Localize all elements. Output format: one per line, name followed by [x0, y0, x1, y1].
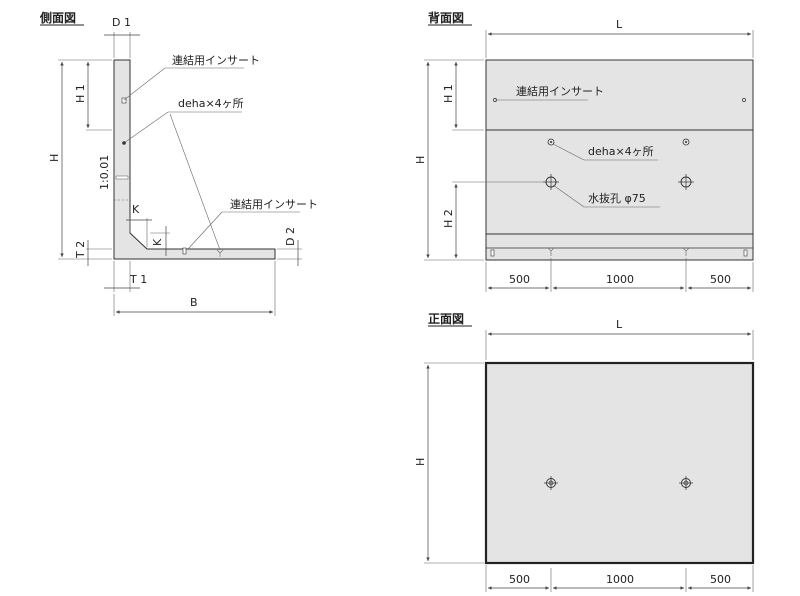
- side-dim-t1: T 1: [129, 273, 147, 286]
- side-insert-top-label: 連結用インサート: [172, 53, 260, 67]
- front-drain-right: [679, 476, 693, 490]
- front-dim-l: L: [616, 318, 623, 331]
- side-view: 側面図 D 1 H H 1 1:0.01 連結用インサート deha×4ヶ所: [39, 10, 318, 316]
- side-insert-mark: [121, 97, 127, 104]
- side-dim-t2: T 2: [74, 241, 87, 259]
- side-wall-profile: [113, 59, 276, 260]
- back-insert-label: 連結用インサート: [516, 84, 604, 98]
- front-view-title: 正面図: [428, 312, 464, 326]
- side-view-title: 側面図: [39, 10, 76, 25]
- back-dim-1000: 1000: [606, 273, 634, 286]
- side-base-anchor: [216, 249, 224, 257]
- back-view: 背面図 L 連結用インサート deha×4ヶ所: [414, 10, 754, 292]
- side-dim-b: B: [190, 296, 198, 309]
- back-upper-panel: [485, 59, 754, 131]
- back-base-panel: [485, 233, 754, 261]
- side-insert-bottom-label: 連結用インサート: [230, 197, 318, 211]
- side-slope-label: 1:0.01: [98, 155, 111, 190]
- side-dim-h: H: [48, 154, 61, 162]
- back-drain-left: [543, 174, 559, 190]
- side-dim-d2: D 2: [284, 227, 297, 246]
- side-drain-mark: [115, 175, 129, 180]
- back-deha-right: [682, 138, 690, 146]
- front-dim-500-left: 500: [509, 573, 530, 586]
- side-dim-h1: H 1: [74, 84, 87, 103]
- side-base-insert: [182, 247, 187, 255]
- front-wall-face: [484, 361, 755, 565]
- back-drain-label: 水抜孔 φ75: [588, 191, 646, 205]
- back-dim-500-right: 500: [710, 273, 731, 286]
- side-dim-k-vertical: K: [151, 238, 164, 246]
- back-insert-right: [742, 98, 746, 102]
- front-dim-1000: 1000: [606, 573, 634, 586]
- front-dim-500-right: 500: [710, 573, 731, 586]
- side-dim-k-horizontal: K: [132, 203, 140, 216]
- back-view-title: 背面図: [428, 10, 464, 25]
- front-dim-h: H: [414, 458, 427, 466]
- back-dim-h1: H 1: [442, 84, 455, 103]
- front-view: 正面図 L H 500 1: [414, 312, 755, 592]
- back-dim-h2: H 2: [442, 209, 455, 228]
- back-dim-l: L: [616, 18, 623, 31]
- side-deha-label: deha×4ヶ所: [178, 97, 244, 110]
- front-drain-left: [544, 476, 558, 490]
- back-drain-right: [678, 174, 694, 190]
- back-dim-500-left: 500: [509, 273, 530, 286]
- back-deha-label: deha×4ヶ所: [588, 145, 654, 158]
- back-dim-h: H: [414, 156, 427, 164]
- back-deha-left: [547, 138, 555, 146]
- side-dim-d1: D 1: [112, 16, 131, 29]
